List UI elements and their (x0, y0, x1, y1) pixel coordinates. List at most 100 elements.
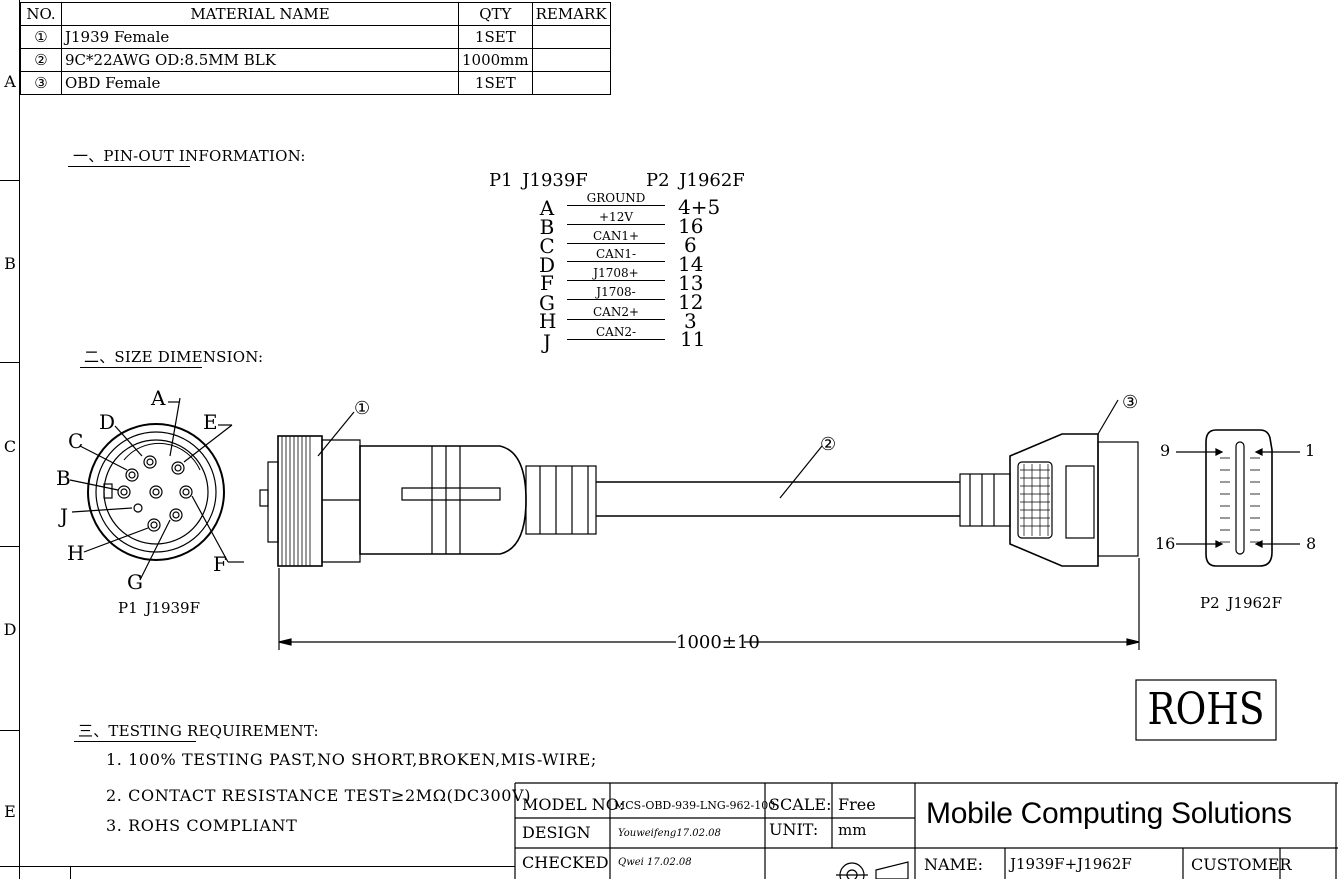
zone-label-d: D (3, 620, 17, 639)
cable (596, 445, 960, 517)
callout-3: ③ (1122, 392, 1139, 413)
j1962-pin-label-8: 8 (1306, 534, 1317, 553)
j1939-pin-label-d: D (99, 410, 116, 434)
zone-divider-3 (0, 546, 19, 547)
model-value: MCS-OBD-939-LNG-962-100 (614, 799, 776, 812)
row-name: J1939 Female (61, 25, 459, 49)
bottom-frame-tick (70, 866, 71, 879)
checked-label: CHECKED (522, 853, 609, 872)
header-remark: REMARK (531, 2, 611, 26)
pin-p1-label: G (539, 291, 555, 315)
j1939-pin-label-f: F (213, 552, 227, 576)
size-heading-underline (80, 367, 202, 368)
row-qty: 1SET (458, 71, 533, 95)
size-heading: 二、SIZE DIMENSION: (84, 348, 264, 366)
pin-signal-label: GROUND (567, 191, 665, 206)
header-qty: QTY (458, 2, 533, 26)
title-block-grid (514, 782, 1338, 879)
name-value: J1939F+J1962F (1010, 855, 1132, 873)
connector-3-body (959, 399, 1139, 567)
length-dimension-label: 1000±10 (676, 632, 760, 653)
j1962-pin-label-16: 16 (1155, 534, 1176, 553)
table-row: ③ OBD Female 1SET (20, 71, 611, 95)
pin-p2-label: 14 (678, 252, 704, 276)
pin-p2-label: 11 (680, 327, 706, 351)
row-no: ① (20, 25, 62, 49)
row-no: ② (20, 48, 62, 72)
pin-p1-label: D (539, 253, 556, 277)
pin-p1-label: H (539, 309, 557, 333)
row-qty: 1SET (458, 25, 533, 49)
j1939-pin-label-b: B (56, 466, 71, 490)
zone-label-e: E (4, 802, 16, 821)
pin-signal-label: +12V (567, 210, 665, 225)
connector-1-body (259, 435, 597, 567)
j1962-pins (1220, 457, 1260, 543)
testing-item-3: 3. ROHS COMPLIANT (106, 816, 298, 835)
pin-p2-label: 4+5 (678, 195, 721, 219)
row-remark (531, 71, 611, 95)
j1939-pin-label-h: H (67, 541, 85, 565)
pinout-p1-title: P1 J1939F (489, 170, 588, 191)
scale-label: SCALE: (769, 795, 832, 814)
zone-label-a: A (4, 72, 16, 91)
zone-divider-4 (0, 730, 19, 731)
table-row: ② 9C*22AWG OD:8.5MM BLK 1000mm (20, 48, 611, 72)
j1939-front-view (69, 397, 244, 581)
zone-divider-1 (0, 180, 19, 181)
zone-label-c: C (3, 437, 17, 456)
pin-signal-label: J1708- (567, 285, 665, 300)
pinout-p2-title: P2 J1962F (646, 170, 745, 191)
j1962-pin-label-9: 9 (1160, 441, 1171, 460)
pin-p2-label: 13 (678, 271, 704, 295)
rohs-box (1135, 679, 1277, 741)
pin-p2-label: 12 (678, 290, 704, 314)
j1939-pin-label-c: C (68, 429, 84, 453)
testing-item-2: 2. CONTACT RESISTANCE TEST≥2MΩ(DC300V) (106, 786, 532, 805)
scale-value: Free (838, 795, 876, 814)
rohs-label: ROHS (1147, 684, 1265, 735)
j1939-pin-label-e: E (203, 410, 218, 434)
callout-2: ② (820, 434, 837, 455)
design-signature: Youweifeng17.02.08 (618, 828, 721, 839)
testing-item-1: 1. 100% TESTING PAST,NO SHORT,BROKEN,MIS… (106, 750, 597, 769)
pin-p1-label: F (540, 271, 554, 295)
j1962-caption: P2 J1962F (1200, 594, 1282, 612)
unit-value: mm (838, 821, 867, 839)
row-no: ③ (20, 71, 62, 95)
checked-signature: Qwei 17.02.08 (618, 857, 692, 868)
pin-signal-label: CAN1- (567, 247, 665, 262)
j1962-pin-label-1: 1 (1305, 441, 1316, 460)
pin-signal-label: J1708+ (567, 266, 665, 281)
left-frame-border (19, 0, 20, 879)
unit-label: UNIT: (769, 820, 819, 839)
pin-p2-label: 6 (684, 233, 697, 257)
pin-p1-label: B (539, 215, 555, 239)
j1939-pin-label-j: J (60, 504, 69, 528)
connector-3-grip (1020, 464, 1050, 536)
pin-p1-label: J (542, 330, 552, 354)
connector-1-knurl (281, 436, 311, 566)
pin-signal-label: CAN1+ (567, 229, 665, 244)
material-table: NO. MATERIAL NAME QTY REMARK ① J1939 Fem… (20, 2, 611, 95)
pin-p2-label: 16 (678, 214, 704, 238)
design-label: DESIGN (522, 823, 591, 842)
pinout-heading: 一、PIN-OUT INFORMATION: (73, 147, 306, 165)
row-remark (531, 48, 611, 72)
model-label: MODEL NO: (522, 795, 625, 814)
testing-heading: 三、TESTING REQUIREMENT: (78, 722, 319, 740)
pin-p2-label: 3 (684, 309, 697, 333)
row-name: OBD Female (61, 71, 459, 95)
j1939-caption: P1 J1939F (118, 599, 200, 617)
pin-signal-label: CAN2- (567, 325, 665, 340)
j1939-pin-label-a: A (151, 386, 166, 410)
table-row: ① J1939 Female 1SET (20, 25, 611, 49)
callout-1: ① (354, 398, 371, 419)
name-label: NAME: (924, 855, 984, 874)
company-name: Mobile Computing Solutions (926, 797, 1292, 830)
pin-p1-label: C (539, 234, 555, 258)
zone-divider-2 (0, 362, 19, 363)
j1962-front-view (1176, 429, 1300, 567)
bottom-frame-line (0, 866, 515, 867)
pin-p1-label: A (539, 196, 555, 220)
